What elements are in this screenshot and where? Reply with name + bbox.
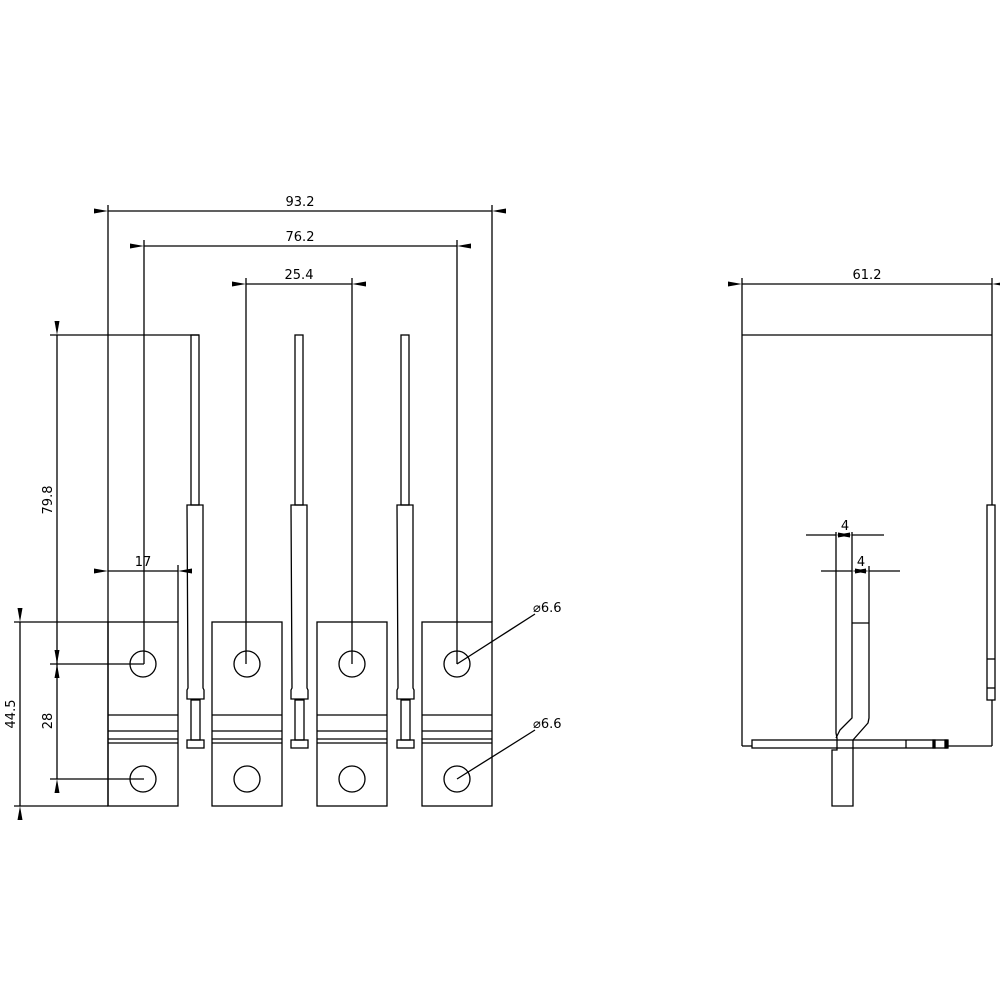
block-outline <box>211 621 283 807</box>
pin-shaft <box>190 334 200 506</box>
pin-foot <box>396 739 415 749</box>
hole-diameter-bottom: ⌀6.6 <box>533 717 562 732</box>
block-outline <box>107 621 179 807</box>
dimension-lines <box>17 208 536 820</box>
mounting-hole <box>129 650 157 678</box>
pin-shaft <box>400 334 410 506</box>
dim-overall-width: 93.2 <box>286 195 315 210</box>
pin-foot <box>290 739 309 749</box>
dim-depth: 61.2 <box>853 268 882 283</box>
pin <box>290 334 309 749</box>
mounting-hole <box>233 765 261 793</box>
mounting-hole <box>443 765 471 793</box>
dim-height: 79.8 <box>41 486 56 515</box>
pin-foot <box>186 739 205 749</box>
terminal-block <box>421 621 493 807</box>
mounting-hole <box>233 650 261 678</box>
pin-neck <box>190 699 201 741</box>
terminal-block <box>316 621 388 807</box>
dim-hole-spacing: 28 <box>41 713 56 730</box>
dim-block-width: 17 <box>135 555 152 570</box>
dim-outer-hole-pitch: 76.2 <box>286 230 315 245</box>
pin-shaft <box>294 334 304 506</box>
mounting-hole <box>338 765 366 793</box>
dim-hole-pitch: 25.4 <box>285 268 314 283</box>
pin <box>186 334 205 749</box>
dim-strip-thickness-2: 4 <box>857 555 865 570</box>
dim-block-height: 44.5 <box>4 700 19 729</box>
pin <box>396 334 415 749</box>
pin-sleeve <box>396 504 415 700</box>
pin-sleeve <box>290 504 309 700</box>
pin-neck <box>294 699 305 741</box>
pin-sleeve <box>186 504 205 700</box>
block-outline <box>316 621 388 807</box>
mounting-hole <box>338 650 366 678</box>
terminal-block <box>107 621 179 807</box>
pins <box>186 334 415 749</box>
terminal-blocks <box>107 621 493 807</box>
terminal-block <box>211 621 283 807</box>
mounting-hole <box>443 650 471 678</box>
front-view: 93.2 76.2 25.4 17 79.8 28 44.5 ⌀6.6 ⌀6.6 <box>4 195 562 820</box>
side-view <box>728 278 1000 807</box>
hole-diameter-top: ⌀6.6 <box>533 601 562 616</box>
pin-neck <box>400 699 411 741</box>
extension-lines <box>14 205 493 807</box>
dim-strip-thickness-1: 4 <box>841 519 849 534</box>
block-outline <box>421 621 493 807</box>
mounting-hole <box>129 765 157 793</box>
